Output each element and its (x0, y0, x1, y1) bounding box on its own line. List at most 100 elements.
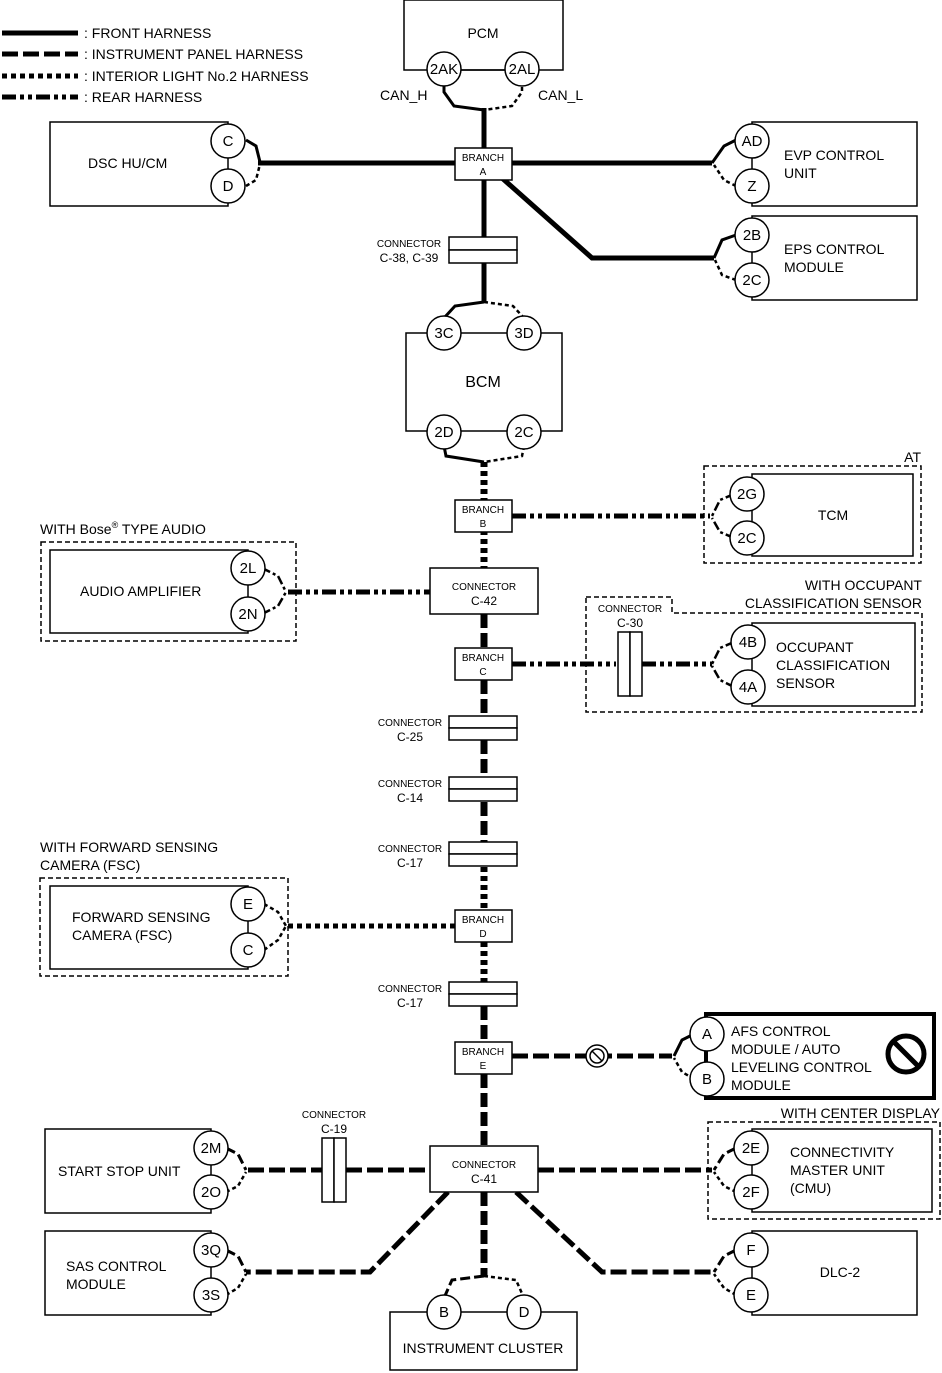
connector-c30-left (617, 631, 631, 697)
ocs-option-group (585, 596, 923, 713)
dsc-pin-d (210, 168, 246, 204)
connector-c25-label-line1: CONNECTOR (378, 718, 442, 729)
eps-pin-2b-label: 2B (743, 227, 761, 244)
cluster-box (389, 1311, 578, 1371)
prohibited-small-icon (585, 1044, 609, 1068)
sas-label-line2: MODULE (66, 1276, 126, 1292)
sas-pin-3s (193, 1277, 229, 1313)
wire-ssu-2m (225, 1146, 248, 1171)
wire-dlc-e (712, 1273, 737, 1297)
audio-pin-2n (230, 596, 266, 632)
bcm-pin-2d (426, 414, 462, 450)
sas-pin-3q (193, 1232, 229, 1268)
fsc-group-label-line1: WITH FORWARD SENSING (40, 839, 218, 855)
eps-pin-2b (734, 217, 770, 253)
eps-label-line2: MODULE (784, 259, 844, 275)
cmu-label-line1: CONNECTIVITY (790, 1144, 895, 1160)
ocs-pin-4a (730, 669, 766, 705)
branch-b-box (454, 499, 513, 533)
connector-c42: CONNECTOR C-42 (429, 567, 539, 615)
sas-box (44, 1230, 212, 1316)
evp-label-line2: UNIT (784, 165, 817, 181)
cmu-pin-2f (733, 1174, 769, 1210)
tcm-pin-2g-label: 2G (737, 486, 757, 503)
ssu-label: START STOP UNIT (58, 1163, 181, 1179)
tcm-option-group (703, 465, 922, 564)
wire-c41-to-dlc (514, 1190, 712, 1275)
ocs-group-label-line1: WITH OCCUPANT (805, 577, 923, 593)
dsc-pin-c (210, 123, 246, 159)
wire-cmu-2f (712, 1171, 737, 1194)
bcm-label: BCM (465, 374, 501, 391)
evp-pin-z-label: Z (747, 178, 756, 195)
connector-c19-left (321, 1137, 335, 1203)
sas-module: SAS CONTROL MODULE 3Q 3S (44, 1230, 229, 1316)
cmu-label-line3: (CMU) (790, 1180, 831, 1196)
connector-c17b-bottom (448, 993, 518, 1007)
evp-box (751, 121, 918, 207)
prohibited-icon (885, 1033, 927, 1075)
dlc-box (751, 1230, 918, 1316)
connector-c14: CONNECTOR C-14 (378, 776, 518, 805)
legend-rear-label: : REAR HARNESS (84, 89, 202, 105)
connector-c19-label-line1: CONNECTOR (302, 1110, 366, 1121)
connector-c14-bottom (448, 788, 518, 802)
connector-c38-label-line2: C-38, C-39 (380, 251, 439, 265)
connector-c17a-label-line2: C-17 (397, 856, 423, 870)
afs-pin-a-label: A (702, 1026, 712, 1043)
connector-c41: CONNECTOR C-41 (429, 1145, 539, 1193)
fsc-group-label-line2: CAMERA (FSC) (40, 857, 140, 873)
wire-dsc-c (245, 138, 262, 163)
eps-pin-2c (734, 262, 770, 298)
bcm-box (405, 332, 563, 432)
branch-e-label-line1: BRANCH (462, 1047, 504, 1058)
dlc-module: DLC-2 F E (733, 1230, 918, 1316)
pcm-pin-2al (504, 51, 540, 87)
wire-ocs-4a (710, 665, 735, 689)
pcm-label: PCM (467, 25, 498, 41)
branch-d-box (454, 909, 513, 943)
cluster-pin-b-label: B (439, 1304, 449, 1321)
wire-bcm-3c (442, 300, 485, 320)
ocs-label-line3: SENSOR (776, 675, 835, 691)
wire-eps-2b (712, 233, 737, 259)
dsc-pin-c-label: C (223, 133, 234, 150)
ocs-pin-4b-label: 4B (739, 634, 757, 651)
ocs-pin-4b (730, 624, 766, 660)
branch-d: BRANCH D (454, 909, 513, 943)
pcm-module: PCM 2AK 2AL CAN_H CAN_L (380, 0, 583, 103)
fsc-pin-e-label: E (243, 896, 253, 913)
dsc-module: DSC HU/CM C D (49, 121, 246, 207)
evp-module: EVP CONTROL UNIT AD Z (734, 121, 918, 207)
wire-cluster-d (483, 1274, 526, 1299)
wire-c41-to-sas (246, 1190, 450, 1275)
audio-option-group (40, 541, 297, 642)
fsc-pin-c (230, 932, 266, 968)
evp-pin-z (734, 168, 770, 204)
connector-c14-label-line2: C-14 (397, 791, 423, 805)
legend-front-label: : FRONT HARNESS (84, 25, 211, 41)
connector-c30-label-line1: CONNECTOR (598, 604, 662, 615)
eps-box (751, 215, 918, 301)
legend-interior-label: : INTERIOR LIGHT No.2 HARNESS (84, 68, 309, 84)
wire-afs-b (672, 1057, 695, 1081)
fsc-pin-e (230, 886, 266, 922)
pcm-pin-2ak (426, 51, 462, 87)
sas-pin-3s-label: 3S (202, 1287, 220, 1304)
legend: : FRONT HARNESS : INSTRUMENT PANEL HARNE… (2, 25, 309, 105)
connector-c17b-top (448, 981, 518, 995)
dlc-pin-f (733, 1232, 769, 1268)
bcm-pin-3d-label: 3D (514, 325, 533, 342)
connector-c17a-label-line1: CONNECTOR (378, 844, 442, 855)
branch-a-label-line1: BRANCH (462, 153, 504, 164)
wire-sas-3s (225, 1273, 248, 1297)
ocs-label-line2: CLASSIFICATION (776, 657, 890, 673)
connector-c17b-label-line1: CONNECTOR (378, 984, 442, 995)
connector-c42-label-line2: C-42 (471, 594, 497, 608)
ssu-box (44, 1128, 212, 1214)
branch-e-label-line2: E (480, 1061, 487, 1072)
pcm-pin-2ak-label: 2AK (430, 61, 458, 78)
connector-c41-label-line1: CONNECTOR (452, 1160, 516, 1171)
sas-label-line1: SAS CONTROL (66, 1258, 167, 1274)
bcm-module: BCM 3C 3D 2D 2C (405, 315, 563, 450)
